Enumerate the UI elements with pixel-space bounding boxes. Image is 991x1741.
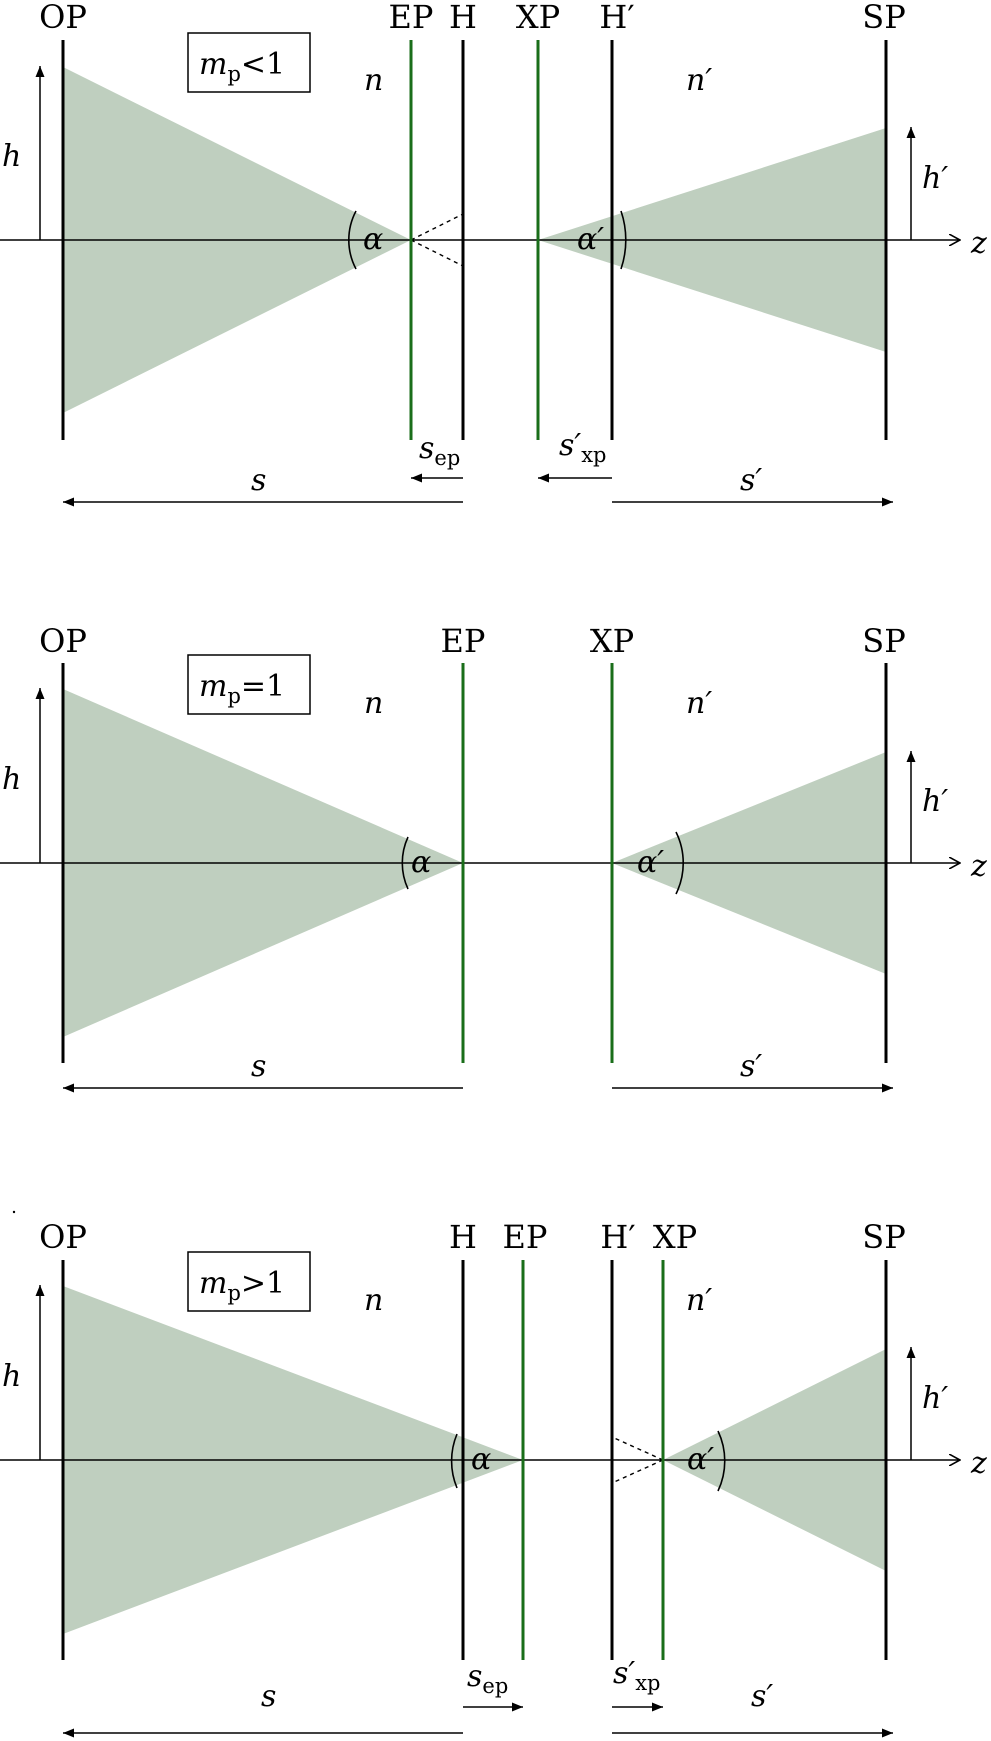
label-xp: XP — [653, 1218, 697, 1256]
label-sp: SP — [862, 1218, 905, 1256]
label-h-prime: H′ — [600, 1218, 635, 1256]
virtual-ray-extension — [611, 1436, 664, 1484]
label-alpha-prime: α′ — [577, 222, 604, 257]
label-alpha: α — [471, 1442, 491, 1477]
label-h-prime-height: h′ — [922, 784, 948, 819]
label-alpha-prime: α′ — [687, 1442, 714, 1477]
label-alpha: α — [363, 222, 383, 257]
case-box — [187, 32, 311, 93]
panel-mp-less-than-1: OP EP H XP H′ SP mp<1 n n′ h h′ z α α′ s… — [0, 0, 987, 507]
label-xp: XP — [590, 622, 634, 660]
index-n: n — [364, 1283, 383, 1318]
index-n: n — [364, 63, 383, 98]
alpha-arc — [401, 836, 409, 890]
alpha-prime-arc — [717, 1430, 726, 1492]
alpha-prime-arc — [675, 831, 685, 895]
label-h-prime-height: h′ — [922, 161, 948, 196]
label-s-xp: s′xp — [559, 428, 607, 467]
index-n-prime: n′ — [686, 1283, 712, 1318]
index-n-prime: n′ — [686, 63, 712, 98]
label-s-ep: sep — [419, 431, 460, 470]
virtual-ray-extension — [410, 213, 464, 267]
stray-dot — [12, 1210, 16, 1214]
case-label: mp>1 — [199, 1266, 285, 1305]
label-op: OP — [39, 1218, 87, 1256]
index-n-prime: n′ — [686, 686, 712, 721]
label-alpha-prime: α′ — [637, 845, 664, 880]
panel-mp-equal-1: OP EP XP SP mp=1 n n′ h h′ z α α′ s s′ — [0, 622, 987, 1093]
panel-mp-greater-than-1: OP H EP H′ XP SP mp>1 n n′ h h′ z α α′ s… — [0, 1210, 987, 1738]
label-ep: EP — [503, 1218, 548, 1256]
case-label: mp<1 — [199, 47, 285, 86]
label-ep: EP — [441, 622, 486, 660]
label-op: OP — [39, 0, 87, 36]
case-box — [187, 654, 311, 715]
label-s-prime: s′ — [740, 1049, 762, 1084]
label-h: H — [449, 1218, 477, 1256]
case-box — [187, 1251, 311, 1312]
label-h-prime: H′ — [599, 0, 634, 36]
alpha-arc — [348, 210, 357, 270]
label-s: s — [261, 1679, 276, 1714]
case-label: mp=1 — [199, 669, 285, 708]
label-s-prime: s′ — [740, 463, 762, 498]
alpha-arc — [450, 1433, 458, 1489]
label-alpha: α — [411, 845, 431, 880]
index-n: n — [364, 686, 383, 721]
label-s-xp: s′xp — [613, 1656, 661, 1695]
label-h-height: h — [2, 139, 21, 174]
label-xp: XP — [516, 0, 560, 36]
label-h: H — [449, 0, 477, 36]
label-op: OP — [39, 622, 87, 660]
label-h-height: h — [2, 1359, 21, 1394]
label-s-ep: sep — [467, 1659, 508, 1698]
label-sp: SP — [862, 622, 905, 660]
label-s: s — [251, 463, 266, 498]
label-z: z — [970, 226, 987, 261]
label-ep: EP — [389, 0, 434, 36]
label-s-prime: s′ — [751, 1679, 773, 1714]
alpha-prime-arc — [620, 210, 627, 270]
label-h-prime-height: h′ — [922, 1381, 948, 1416]
label-z: z — [970, 849, 987, 884]
label-sp: SP — [862, 0, 905, 36]
label-h-height: h — [2, 762, 21, 797]
label-s: s — [251, 1049, 266, 1084]
label-z: z — [970, 1446, 987, 1481]
